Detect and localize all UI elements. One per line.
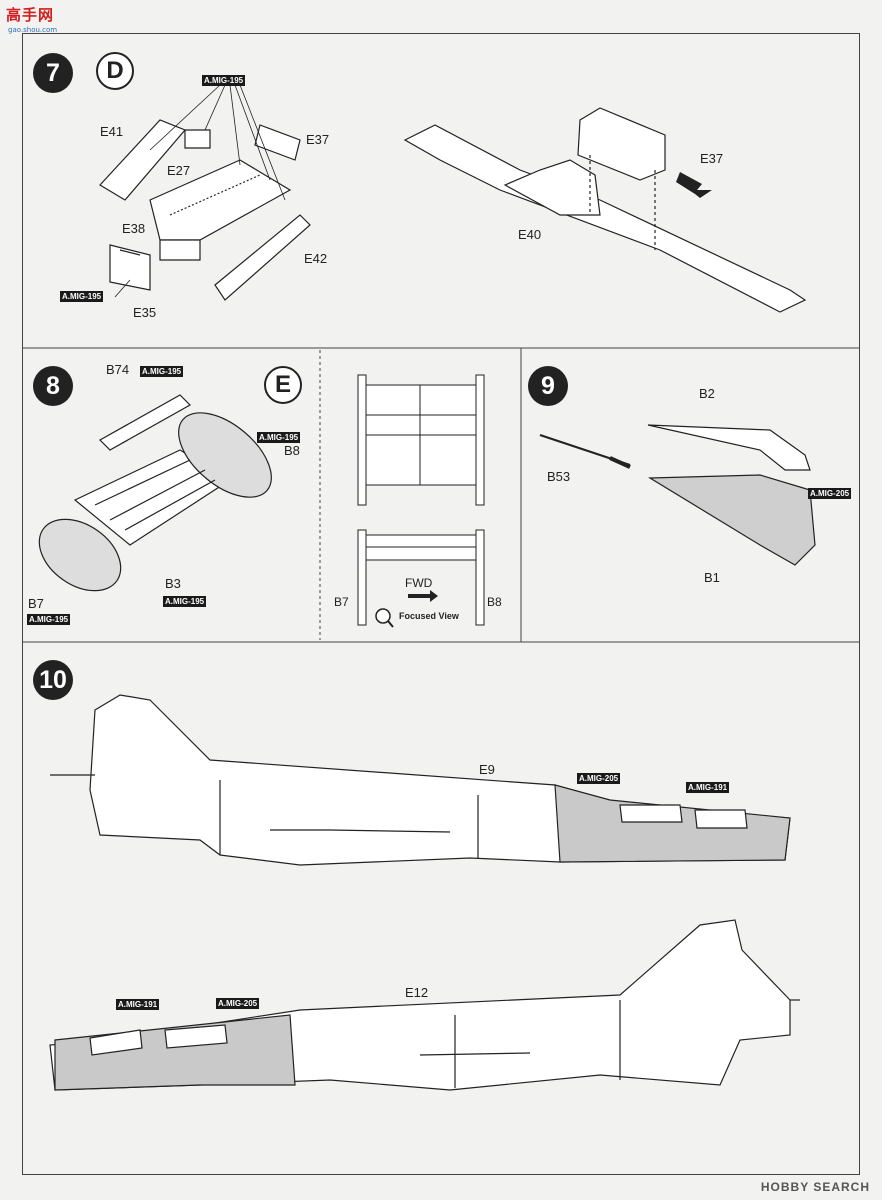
footer-brand: HOBBY SEARCH <box>760 1180 870 1194</box>
paint-callout: A.MIG-205 <box>577 773 621 784</box>
part-label-e27: E27 <box>167 163 191 178</box>
step7-cockpit-parts <box>99 119 311 301</box>
step9-nose-cone <box>539 424 816 566</box>
step8-cockpit-floor <box>38 394 272 592</box>
part-label-b2: B2 <box>699 386 715 401</box>
step-10-number: 10 <box>33 660 73 700</box>
paint-callout: A.MIG-195 <box>202 75 246 86</box>
watermark-logo-text: 高手网 <box>6 6 55 24</box>
part-label-e41: E41 <box>100 124 124 139</box>
focused-view-label: Focused View <box>399 611 459 621</box>
part-label-e12: E12 <box>405 985 429 1000</box>
site-watermark: 高手网 gao.shou.com <box>6 4 76 34</box>
paint-callout: A.MIG-195 <box>27 614 71 625</box>
part-label-b7-focused: B7 <box>334 595 349 609</box>
part-label-b74: B74 <box>106 362 130 377</box>
part-label-e37: E37 <box>306 132 330 147</box>
step8-focused-view <box>357 374 485 626</box>
paint-callout: A.MIG-195 <box>257 432 301 443</box>
sub-assembly-d-marker: D <box>96 52 134 90</box>
part-label-e37-right: E37 <box>700 151 724 166</box>
paint-callout: A.MIG-195 <box>163 596 207 607</box>
part-label-e35: E35 <box>133 305 157 320</box>
part-label-e9: E9 <box>479 762 495 777</box>
part-label-b8-focused: B8 <box>487 595 502 609</box>
step10-fuselage-right <box>49 919 800 1091</box>
part-label-b8: B8 <box>284 443 300 458</box>
paint-callout: A.MIG-195 <box>140 366 184 377</box>
step-8-number: 8 <box>33 366 73 406</box>
paint-callout: A.MIG-191 <box>686 782 730 793</box>
part-label-e42: E42 <box>304 251 328 266</box>
part-label-b1: B1 <box>704 570 720 585</box>
instruction-frame <box>22 33 860 1175</box>
part-label-b7: B7 <box>28 596 44 611</box>
paint-callout: A.MIG-195 <box>60 291 104 302</box>
part-label-b3: B3 <box>165 576 181 591</box>
sub-assembly-e-marker: E <box>264 366 302 404</box>
paint-callout: A.MIG-191 <box>116 999 160 1010</box>
direction-label-fwd: FWD <box>405 576 433 590</box>
paint-callout: A.MIG-205 <box>216 998 260 1009</box>
step10-fuselage-left <box>50 694 791 866</box>
part-label-e40: E40 <box>518 227 542 242</box>
step-9-number: 9 <box>528 366 568 406</box>
part-label-e38: E38 <box>122 221 146 236</box>
part-label-b53: B53 <box>547 469 571 484</box>
step-7-number: 7 <box>33 53 73 93</box>
watermark-url: gao.shou.com <box>8 26 58 34</box>
step7-fuselage-floor <box>403 107 807 313</box>
paint-callout: A.MIG-205 <box>808 488 852 499</box>
